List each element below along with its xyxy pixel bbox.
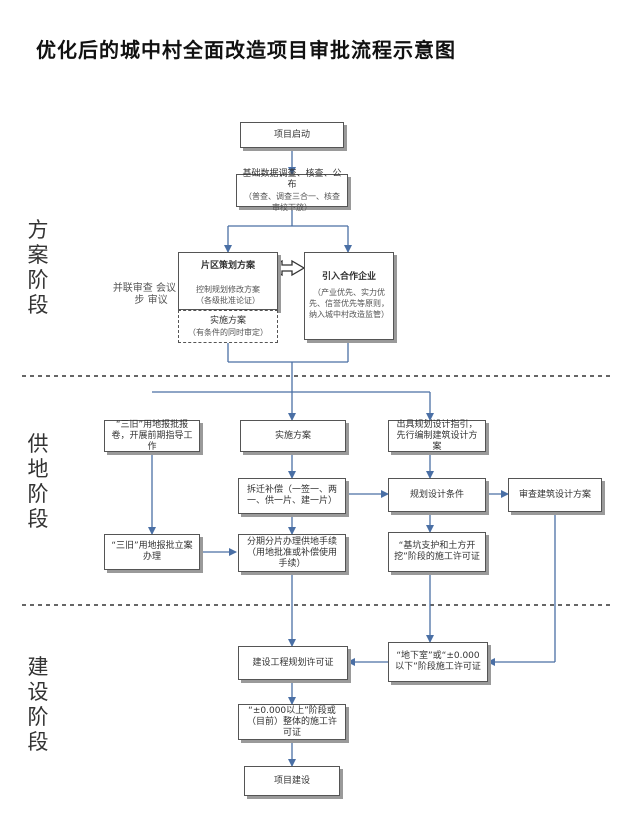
node-land-supply-procedures: 分期分片办理供地手续（用地批准或补偿使用手续） [238, 534, 346, 572]
node-data-survey: 基础数据调查、核查、公布 （普查、调查三合一、核查审校下放） [236, 169, 348, 212]
stage-label-scheme: 方案阶段 [27, 218, 49, 317]
node-underground-permit: “地下室”或“±0.000以下”阶段施工许可证 [388, 642, 488, 682]
node-area-planning: 片区策划方案 控制规划修改方案 （各级批准论证） [178, 252, 278, 310]
node-foundation-permit: “基坑支护和土方开挖”阶段的施工许可证 [388, 532, 486, 572]
node-above-ground-permit: “±0.000以上”阶段或（目前）整体的施工许可证 [238, 704, 346, 740]
node-project-construction: 项目建设 [244, 766, 340, 796]
node-implementation-plan: 实施方案 [240, 420, 346, 452]
page-title: 优化后的城中村全面改造项目审批流程示意图 [36, 38, 456, 62]
node-review-architecture-design: 审查建筑设计方案 [508, 478, 602, 512]
node-implementation-plan-draft: 实施方案 （有条件的同时审定） [178, 310, 278, 343]
node-construction-planning-permit: 建设工程规划许可证 [238, 646, 348, 680]
node-old-reform-prep: “三旧”用地报批报卷，开展前期指导工作 [104, 420, 200, 452]
node-partner-enterprise: 引入合作企业 （产业优先、实力优先、信誉优先等原则，纳入城中村改造监管） [304, 252, 394, 340]
stage-label-construction: 建设阶段 [27, 655, 49, 754]
node-relocation-compensation: 拆迁补偿（一签一、两一、供一片、建一片） [238, 478, 346, 514]
stage-label-land: 供地阶段 [27, 432, 49, 531]
node-design-guidance: 出具规划设计指引，先行编制建筑设计方案 [388, 420, 486, 452]
parallel-review-note: 并联审查 会议 同步 审议 [112, 283, 190, 306]
node-old-land-approval: “三旧”用地报批立案办理 [104, 534, 200, 570]
node-project-start: 项目启动 [240, 122, 344, 148]
node-planning-conditions: 规划设计条件 [388, 478, 486, 512]
